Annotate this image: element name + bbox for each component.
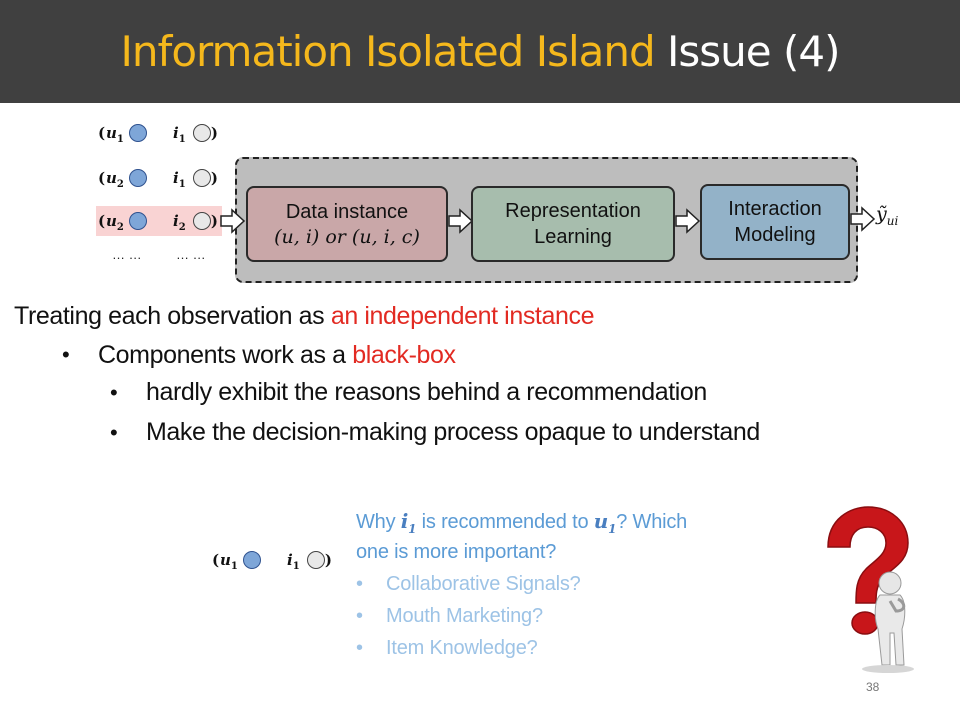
- data-instance-formula: (u, i) or (u, i, c): [274, 225, 420, 248]
- open-paren: (: [98, 212, 106, 230]
- user-node-icon: [129, 169, 147, 187]
- representation-learning-box: Representation Learning: [471, 186, 675, 262]
- item-node-icon: [307, 551, 325, 569]
- user-label: u1: [220, 551, 238, 572]
- option-collaborative-signals: •Collaborative Signals?: [356, 573, 581, 595]
- bullet-level2: Components work as a black-box: [98, 341, 456, 370]
- open-paren: (: [98, 169, 106, 187]
- close-paren: ): [210, 169, 218, 187]
- bullet-text: Components work as a: [98, 341, 353, 369]
- data-instance-box: Data instance (u, i) or (u, i, c): [246, 186, 448, 262]
- interaction-label-1: Interaction: [728, 198, 822, 220]
- user-node-icon: [129, 124, 147, 142]
- arrow-right-icon: [448, 208, 474, 234]
- user-node-icon: [129, 212, 147, 230]
- item-label: i1: [173, 124, 186, 145]
- bullet-level1: Treating each observation as an independ…: [14, 302, 594, 331]
- bullet-highlight: an independent instance: [330, 302, 595, 330]
- item-node-icon: [193, 212, 211, 230]
- user-label: u1: [106, 124, 124, 145]
- bullet-dot-icon: •: [110, 420, 118, 445]
- user-label: u2: [106, 212, 124, 233]
- close-paren: ): [210, 212, 218, 230]
- representation-label-2: Learning: [534, 226, 612, 248]
- input-arrow-icon: [220, 208, 246, 234]
- title-accent: Information Isolated Island: [120, 27, 656, 76]
- item-label: i1: [287, 551, 300, 572]
- title-bar: Information Isolated Island Issue (4): [0, 0, 960, 103]
- bullet-text: Treating each observation as: [14, 302, 331, 330]
- question-mark-person-icon: [827, 506, 914, 673]
- output-arrow-icon: [850, 206, 876, 232]
- input-pair-3-highlighted: ( u2 i2 ): [96, 206, 222, 236]
- close-paren: ): [210, 124, 218, 142]
- user-label: u2: [106, 169, 124, 190]
- open-paren: (: [98, 124, 106, 142]
- data-instance-title: Data instance: [285, 200, 409, 223]
- bullet-highlight: black-box: [352, 341, 456, 369]
- ellipsis-users: … …: [112, 247, 142, 262]
- arrow-right-icon: [675, 208, 701, 234]
- interaction-label-2: Modeling: [734, 224, 816, 246]
- input-pair-2: ( u2 i1 ): [96, 163, 222, 193]
- item-node-icon: [193, 124, 211, 142]
- question-line-1: Why i1 is recommended to u1? Which: [356, 509, 688, 536]
- bullet-level3-b: Make the decision-making process opaque …: [146, 418, 760, 446]
- interaction-modeling-box: Interaction Modeling: [700, 184, 850, 260]
- item-label: i1: [173, 169, 186, 190]
- user-node-icon: [243, 551, 261, 569]
- option-item-knowledge: •Item Knowledge?: [356, 637, 538, 659]
- question-line-2: one is more important?: [356, 541, 557, 563]
- open-paren: (: [212, 551, 220, 569]
- page-number: 38: [866, 680, 880, 694]
- close-paren: ): [324, 551, 332, 569]
- bullet-level3-a: hardly exhibit the reasons behind a reco…: [146, 378, 707, 406]
- input-pair-1: ( u1 i1 ): [96, 118, 222, 148]
- ellipsis-items: … …: [176, 247, 206, 262]
- item-label: i2: [173, 212, 186, 233]
- item-node-icon: [193, 169, 211, 187]
- bullet-dot-icon: •: [62, 342, 70, 367]
- query-pair: ( u1 i1 ): [210, 545, 336, 575]
- option-mouth-marketing: •Mouth Marketing?: [356, 605, 543, 627]
- representation-label-1: Representation: [505, 200, 641, 222]
- slide-title: Information Isolated Island Issue (4): [120, 27, 841, 76]
- prediction-output: ỹui: [876, 203, 899, 228]
- bullet-dot-icon: •: [110, 380, 118, 405]
- title-rest: Issue (4): [667, 27, 840, 76]
